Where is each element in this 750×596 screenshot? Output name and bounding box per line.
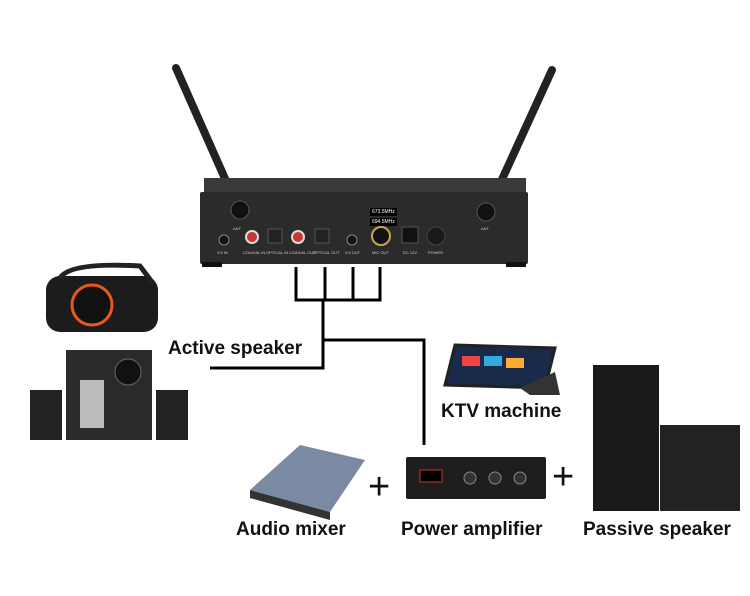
portable-speaker <box>46 262 158 332</box>
port-label: OPTICAL IN <box>266 250 289 255</box>
port-label: 3.5 IN <box>217 250 228 255</box>
passive-speaker-device <box>593 365 740 511</box>
audio-mixer-device <box>250 445 365 520</box>
frequency-display-b: 694.5MHz <box>370 218 397 226</box>
port-label: POWER <box>428 250 444 255</box>
plus-sign: + <box>552 456 575 498</box>
wireless-receiver <box>200 178 528 267</box>
frequency-display-a: 673.5MHz <box>370 208 397 216</box>
active-speaker-label: Active speaker <box>168 338 303 359</box>
port-label: 3.5 OUT <box>345 250 361 255</box>
connection-lines <box>210 267 426 445</box>
port-label: MIC OUT <box>372 250 389 255</box>
power-amplifier-label: Power amplifier <box>401 519 543 540</box>
plus-sign: + <box>368 466 391 508</box>
port-label: DC 12V <box>403 250 418 255</box>
port-label: COAXIAL OUT <box>289 250 316 255</box>
ktv-machine-label: KTV machine <box>441 401 562 422</box>
port-label: OPTICAL OUT <box>313 250 340 255</box>
power-amplifier-device <box>406 457 546 499</box>
ant-label: ANT <box>481 226 489 231</box>
audio-mixer-label: Audio mixer <box>236 519 346 540</box>
passive-speaker-label: Passive speaker <box>583 519 731 540</box>
port-label: COAXIAL IN <box>243 250 266 255</box>
ant-label: ANT <box>233 226 241 231</box>
computer-speaker-set <box>30 350 188 440</box>
ktv-machine-device <box>443 343 560 395</box>
